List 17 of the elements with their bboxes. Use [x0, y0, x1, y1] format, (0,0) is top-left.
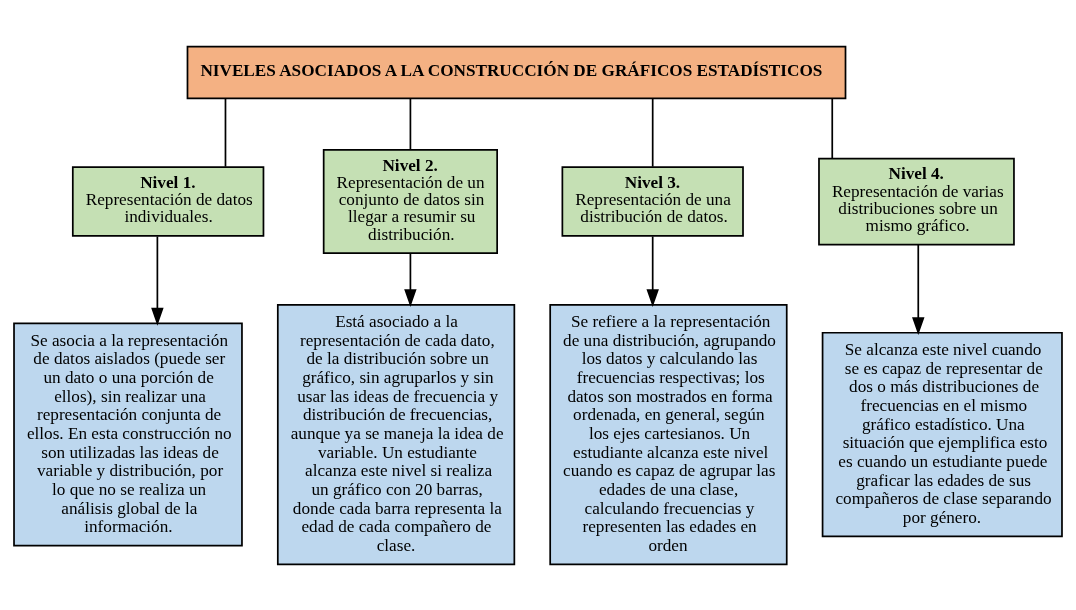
node-box: Se alcanza este nivel cuando se es capaz de representar de dos o más distribuciones de frecuencias en el mismo gráfico estadístico. Una situación que ejemplifica esto es cuando un estudiante puede graficar las edades de sus compañeros de clase separando por género. [821, 331, 1063, 537]
node-box: Nivel 4. Representación de varias distribuciones sobre un mismo gráfico. [818, 157, 1015, 245]
connector [224, 97, 227, 168]
node-box: Nivel 3. Representación de una distribución de datos. [561, 165, 744, 237]
node-box: Nivel 2. Representación de un conjunto de datos sin llegar a resumir su distribución. [322, 148, 498, 254]
connector [831, 97, 834, 159]
node-box: NIVELES ASOCIADOS A LA CONSTRUCCIÓN DE GRÁFICOS ESTADÍSTICOS [186, 45, 847, 99]
arrow [912, 243, 925, 335]
arrow [404, 251, 417, 307]
node-box: Nivel 1. Representación de datos individuales. [71, 165, 265, 237]
arrow [646, 235, 659, 307]
node-box: Está asociado a la representación de cada dato, de la distribución sobre un gráfico, sin agruparlos y sin usar las ideas de frecuencia y distribución de frecuencias, aunque ya se maneja la idea de variable. Un estudiante alcanza este nivel si realiza un gráfico con 20 barras, donde cada barra representa la edad de cada compañero de clase. [276, 303, 516, 565]
connector [651, 97, 654, 168]
arrow [151, 235, 164, 326]
node-box: Se asocia a la representación de datos aislados (puede ser un dato o una porción de ellos), sin realizar una representación conjunta de ellos. En esta construcción no son utilizadas las ideas de variable y distribución, por lo que no se realiza un análisis global de la información. [13, 322, 243, 546]
node-box: Se refiere a la representación de una distribución, agrupando los datos y calculando las frecuencias respectivas; los datos son mostrados en forma ordenada, en general, según los ejes cartesianos. Un estudiante alcanza este nivel cuando es capaz de agrupar las edades de una clase, calculando frecuencias y representen las edades en orden [549, 303, 788, 565]
connector [409, 97, 412, 151]
